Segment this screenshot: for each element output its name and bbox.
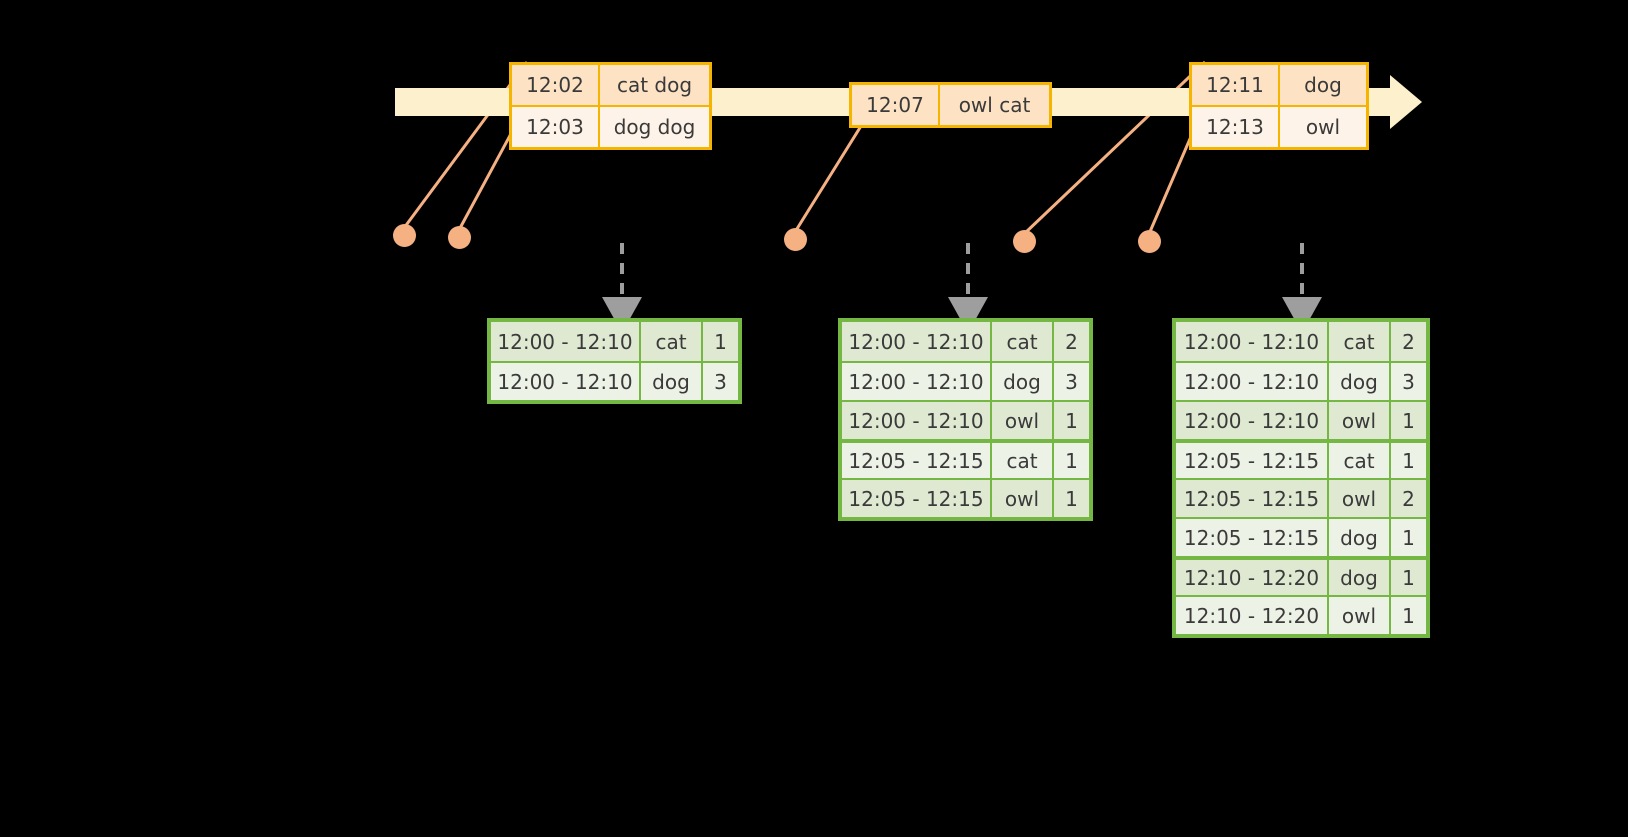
- cell-window: 12:10 - 12:20: [1176, 597, 1329, 634]
- cell-word: owl: [1329, 597, 1391, 634]
- cell-count: 1: [1391, 519, 1426, 556]
- cell-count: 1: [1391, 443, 1426, 478]
- event-row: 12:13 owl: [1192, 105, 1366, 147]
- cell-window: 12:05 - 12:15: [842, 443, 992, 478]
- event-words: owl cat: [940, 85, 1049, 125]
- event-row: 12:03 dog dog: [512, 105, 709, 147]
- cell-word: owl: [1329, 480, 1391, 517]
- cell-word: dog: [1329, 519, 1391, 556]
- event-words: owl: [1280, 107, 1366, 147]
- dot-4: [1013, 230, 1036, 253]
- cell-window: 12:00 - 12:10: [842, 402, 992, 439]
- cell-word: cat: [1329, 322, 1391, 361]
- event-time: 12:07: [852, 85, 940, 125]
- cell-word: owl: [992, 402, 1054, 439]
- cell-window: 12:05 - 12:15: [842, 480, 992, 517]
- cell-window: 12:00 - 12:10: [1176, 322, 1329, 361]
- dot-1: [393, 224, 416, 247]
- cell-word: cat: [1329, 443, 1391, 478]
- event-row: 12:07 owl cat: [852, 85, 1049, 125]
- event-box-3[interactable]: 12:11 dog 12:13 owl: [1189, 62, 1369, 150]
- cell-window: 12:00 - 12:10: [842, 322, 992, 361]
- cell-count: 1: [1391, 402, 1426, 439]
- event-words: cat dog: [600, 65, 709, 105]
- event-words: dog: [1280, 65, 1366, 105]
- cell-window: 12:00 - 12:10: [842, 363, 992, 400]
- cell-count: 1: [1391, 560, 1426, 595]
- cell-count: 3: [703, 363, 738, 400]
- event-row: 12:02 cat dog: [512, 65, 709, 105]
- cell-window: 12:00 - 12:10: [491, 322, 641, 361]
- cell-word: dog: [992, 363, 1054, 400]
- cell-word: owl: [1329, 402, 1391, 439]
- trigger-arrows: [602, 243, 1322, 333]
- dot-3: [784, 228, 807, 251]
- cell-window: 12:00 - 12:10: [1176, 402, 1329, 439]
- event-time: 12:11: [1192, 65, 1280, 105]
- cell-count: 2: [1391, 322, 1426, 361]
- cell-word: cat: [992, 322, 1054, 361]
- cell-window: 12:00 - 12:10: [1176, 363, 1329, 400]
- cell-count: 1: [1054, 443, 1089, 478]
- event-row: 12:11 dog: [1192, 65, 1366, 105]
- cell-word: dog: [641, 363, 703, 400]
- timeline-arrowhead-icon: [1390, 75, 1422, 129]
- event-box-2[interactable]: 12:07 owl cat: [849, 82, 1052, 128]
- event-time: 12:02: [512, 65, 600, 105]
- cell-window: 12:05 - 12:15: [1176, 519, 1329, 556]
- cell-word: cat: [992, 443, 1054, 478]
- cell-window: 12:10 - 12:20: [1176, 560, 1329, 595]
- cell-count: 3: [1054, 363, 1089, 400]
- cell-word: cat: [641, 322, 703, 361]
- cell-word: dog: [1329, 363, 1391, 400]
- dot-5: [1138, 230, 1161, 253]
- event-time: 12:13: [1192, 107, 1280, 147]
- cell-count: 3: [1391, 363, 1426, 400]
- cell-window: 12:05 - 12:15: [1176, 480, 1329, 517]
- cell-count: 2: [1391, 480, 1426, 517]
- cell-window: 12:00 - 12:10: [491, 363, 641, 400]
- cell-word: dog: [1329, 560, 1391, 595]
- cell-word: owl: [992, 480, 1054, 517]
- event-box-1[interactable]: 12:02 cat dog 12:03 dog dog: [509, 62, 712, 150]
- event-words: dog dog: [600, 107, 709, 147]
- cell-count: 1: [703, 322, 738, 361]
- cell-count: 1: [1391, 597, 1426, 634]
- cell-count: 1: [1054, 402, 1089, 439]
- cell-window: 12:05 - 12:15: [1176, 443, 1329, 478]
- dot-2: [448, 226, 471, 249]
- event-time: 12:03: [512, 107, 600, 147]
- cell-count: 1: [1054, 480, 1089, 517]
- cell-count: 2: [1054, 322, 1089, 361]
- connector-3: [793, 117, 868, 233]
